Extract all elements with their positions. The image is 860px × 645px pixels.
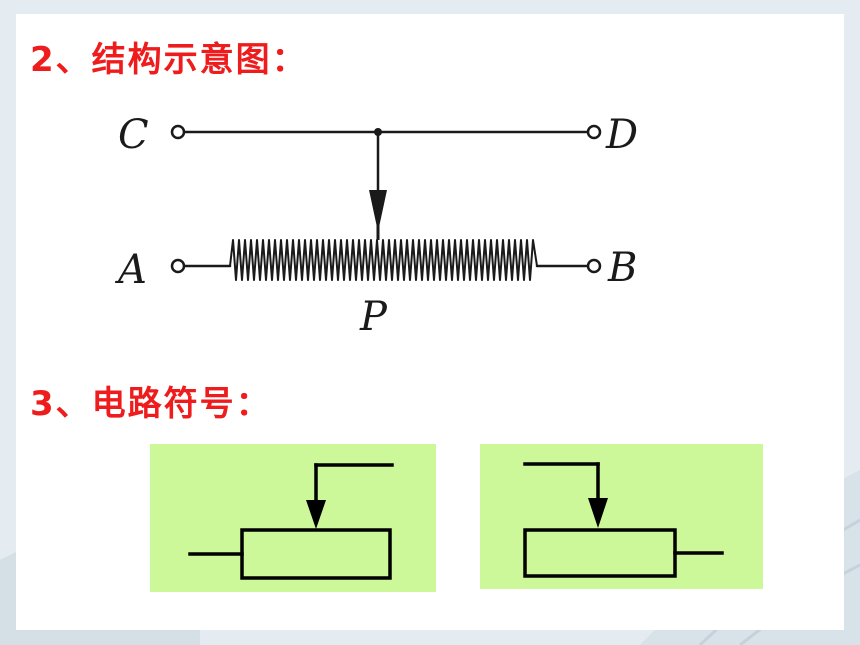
- terminal-b-node: [586, 258, 602, 274]
- rheostat-symbol-left: [150, 444, 436, 592]
- rheostat-symbol-right-graphic: [523, 462, 724, 578]
- terminal-a-node: [170, 258, 186, 274]
- slider-label: P: [359, 294, 388, 340]
- structure-heading: 2、结构示意图：: [30, 40, 308, 80]
- resistance-coil: [229, 239, 538, 281]
- terminal-d-label: D: [605, 112, 638, 158]
- terminal-c-node: [170, 124, 186, 140]
- terminal-c-label: C: [118, 112, 149, 158]
- slider-arrow-icon: [306, 500, 326, 529]
- resistor-body: [240, 528, 392, 580]
- resistor-body: [523, 528, 677, 578]
- terminal-b-label: B: [607, 245, 637, 291]
- slider-arrow-icon: [588, 498, 608, 528]
- terminal-a-label: A: [114, 247, 147, 293]
- rheostat-symbol-left-graphic: [188, 463, 394, 580]
- symbol-heading: 3、电路符号：: [30, 384, 272, 424]
- rheostat-symbol-right: [480, 444, 763, 589]
- terminal-d-node: [586, 124, 602, 140]
